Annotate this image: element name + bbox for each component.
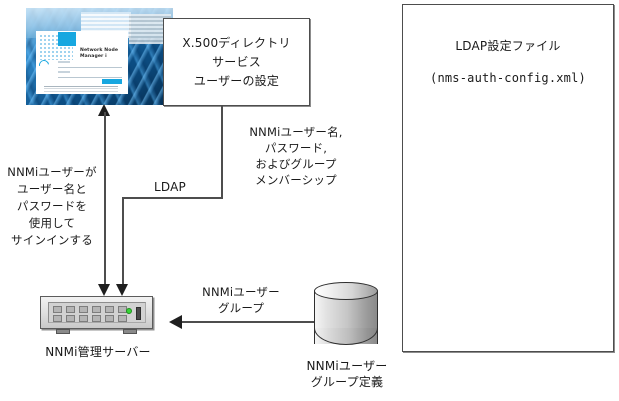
user-group-database-label: NNMiユーザー グループ定義	[306, 359, 388, 389]
x500-directory-box: X.500ディレクトリ サービス ユーザーの設定	[163, 18, 310, 106]
ldap-vertical-to-server	[122, 197, 124, 286]
blue-square-logo	[58, 32, 76, 46]
server-port	[53, 306, 62, 313]
server-drive-slot	[136, 307, 141, 320]
server-port	[118, 315, 127, 322]
server-port	[92, 306, 101, 313]
signin-arrow-head-down	[98, 284, 110, 296]
ldap-horizontal-connector	[122, 197, 223, 199]
password-field	[58, 71, 122, 78]
ldap-config-file-name: (nms-auth-config.xml)	[430, 71, 586, 85]
credentials-edge-label: NNMiユーザー名, パスワード, およびグループ メンバーシップ	[249, 125, 343, 187]
nnmi-signin-screen-image: Network Node Manager i	[26, 8, 173, 105]
server-front-panel	[48, 302, 146, 323]
server-port	[79, 315, 88, 322]
ldap-edge-label: LDAP	[154, 180, 186, 194]
server-foot	[56, 329, 70, 334]
signin-button	[102, 79, 122, 84]
server-chassis	[40, 296, 153, 329]
server-port	[66, 306, 75, 313]
product-brand-label: Network Node Manager i	[80, 48, 119, 59]
server-port	[105, 306, 114, 313]
usergroup-arrow-head-left	[169, 315, 182, 329]
x500-directory-label: X.500ディレクトリ サービス ユーザーの設定	[182, 35, 291, 88]
status-led-icon	[126, 308, 132, 314]
signin-arrow-head-up	[98, 104, 110, 116]
server-port	[79, 306, 88, 313]
ldap-config-file-panel: LDAP設定ファイル (nms-auth-config.xml)	[402, 4, 614, 352]
nnmi-management-server	[40, 296, 155, 336]
signin-edge-label: NNMiユーザーが ユーザー名と パスワードを 使用して サインインする	[7, 165, 97, 247]
user-group-database-cylinder	[314, 282, 380, 354]
cylinder-top	[314, 282, 378, 300]
server-port	[53, 315, 62, 322]
swirl-icon	[37, 58, 51, 72]
server-foot	[123, 329, 137, 334]
usergroup-edge-label: NNMiユーザー グループ	[202, 285, 280, 315]
nnmi-server-label: NNMi管理サーバー	[45, 345, 151, 359]
ldap-config-panel-title: LDAP設定ファイル	[455, 39, 561, 53]
usergroup-connector-line	[182, 321, 316, 323]
signin-connector-line	[104, 112, 106, 286]
server-port	[105, 315, 114, 322]
legal-text-block	[44, 86, 118, 93]
server-port	[92, 315, 101, 322]
username-field	[58, 61, 122, 68]
signin-card: Network Node Manager i	[36, 31, 128, 94]
server-port	[66, 315, 75, 322]
ldap-arrow-head-down	[116, 284, 128, 296]
ldap-vertical-from-x500	[221, 106, 223, 199]
